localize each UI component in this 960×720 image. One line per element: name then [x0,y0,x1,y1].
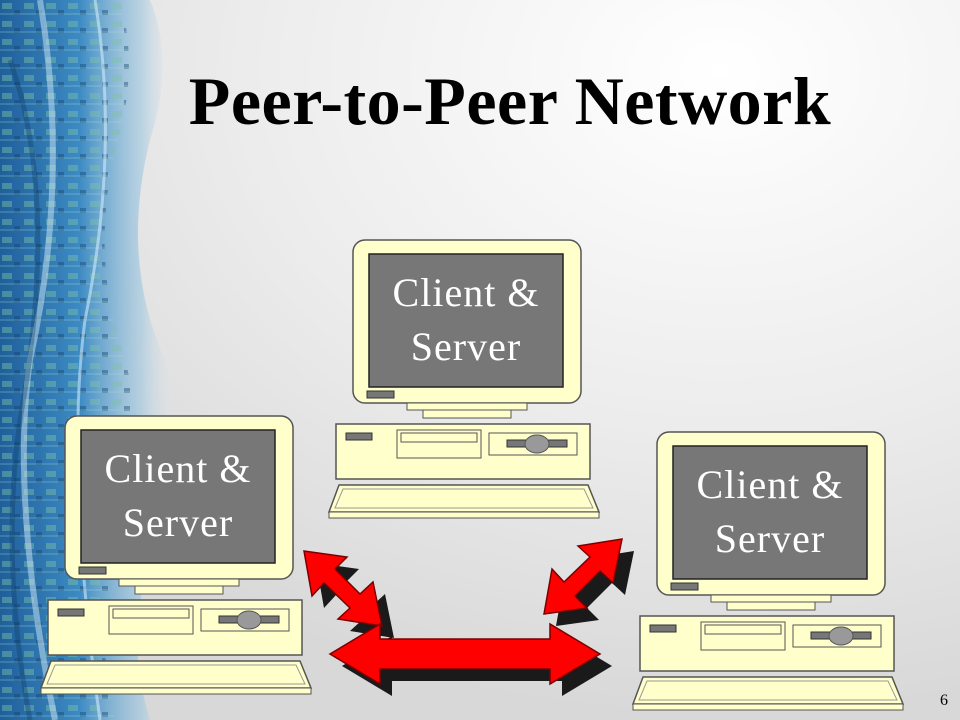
label-line-2: Server [122,500,234,545]
arrow-horizontal [328,622,612,696]
label-line-1: Client & [104,446,252,491]
label-line-2: Server [410,324,522,369]
computer-top-label: Client & Server [369,266,563,374]
computer-left-label: Client & Server [81,442,275,550]
arrow-left-diagonal [303,550,394,638]
label-line-1: Client & [696,462,844,507]
computer-right-label: Client & Server [673,458,867,566]
arrow-right-diagonal [543,538,634,626]
label-line-1: Client & [392,270,540,315]
page-number: 6 [940,692,948,709]
label-line-2: Server [714,516,826,561]
slide-title: Peer-to-Peer Network [188,63,832,139]
